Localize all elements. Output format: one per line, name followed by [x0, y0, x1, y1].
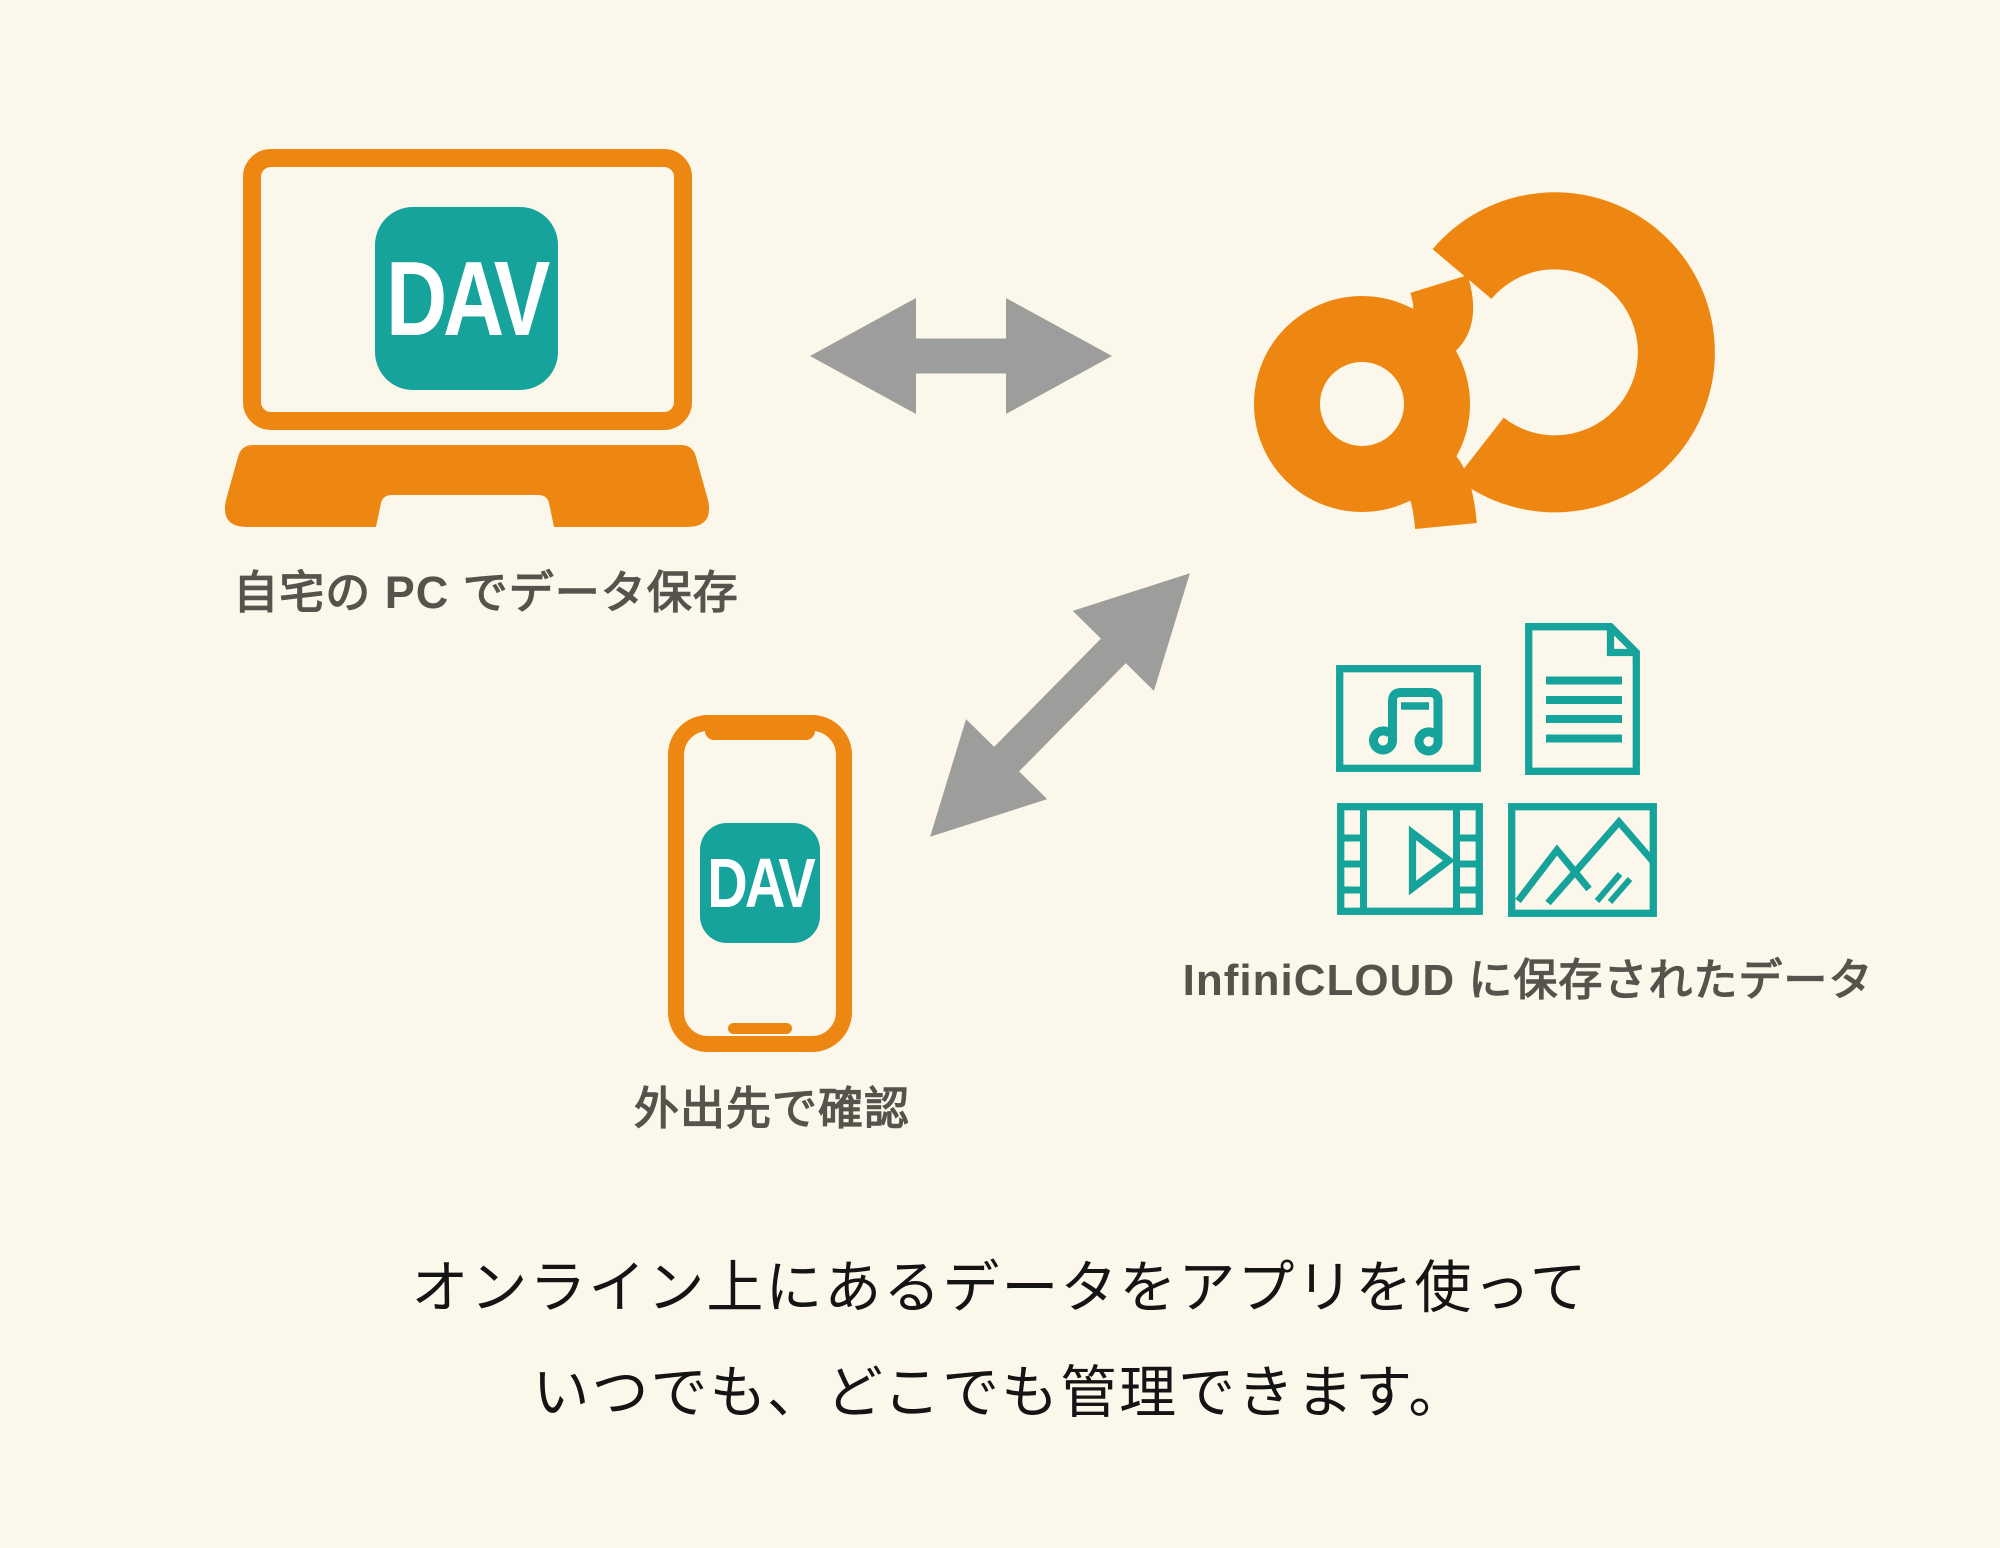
dav-app-icon-laptop-label: DAV: [386, 239, 550, 358]
double-arrow-diagonal-shape: [930, 573, 1190, 837]
laptop-base-notch: [376, 495, 554, 527]
description-text: オンライン上にあるデータをアプリを使って いつでも、どこでも管理できます。: [0, 1236, 2000, 1446]
image-file-icon: [1508, 803, 1657, 917]
video-file-icon: [1337, 803, 1483, 915]
logo-big-ring: [1432, 192, 1715, 513]
logo-tail: [1390, 435, 1477, 530]
laptop-base: [224, 445, 710, 527]
cloud-data-caption: InfiniCLOUD に保存されたデータ: [1182, 956, 1874, 1005]
file-type-icons: [1336, 623, 1657, 917]
infinicloud-logo: [1254, 192, 1715, 530]
description-line-2: いつでも、どこでも管理できます。: [532, 1361, 1468, 1425]
phone-home-indicator: [728, 1023, 792, 1034]
dav-app-icon-phone-label: DAV: [707, 844, 815, 922]
phone-caption: 外出先で確認: [633, 1083, 910, 1134]
sync-arrow-phone-cloud-icon: [930, 573, 1190, 837]
phone-notch: [705, 716, 815, 740]
dav-app-icon-phone: DAV: [700, 823, 820, 943]
laptop-base-shape: [224, 445, 710, 527]
document-file-icon: [1525, 623, 1640, 775]
double-arrow-horizontal-shape: [810, 298, 1112, 414]
logo-s-connector: [1393, 275, 1474, 372]
sync-arrow-laptop-cloud-icon: [810, 298, 1112, 414]
music-file-icon: [1336, 665, 1481, 772]
laptop-caption: 自宅の PC でデータ保存: [233, 567, 739, 618]
description-line-1: オンライン上にあるデータをアプリを使って: [411, 1256, 1589, 1320]
logo-small-loop: [1254, 296, 1470, 512]
dav-app-icon-laptop: DAV: [375, 207, 558, 390]
